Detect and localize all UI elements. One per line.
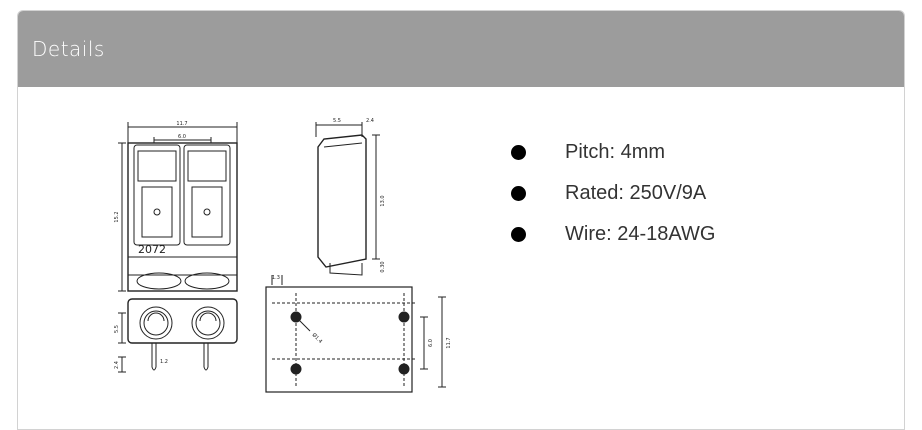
dim-top-width: 11.7 bbox=[176, 121, 187, 127]
dim-front-pin-height: 2.4 bbox=[114, 361, 120, 369]
bullet-icon bbox=[511, 186, 526, 201]
dim-front-height: 5.5 bbox=[114, 325, 120, 333]
dim-pcb-edge: 1.3 bbox=[272, 275, 280, 281]
side-view bbox=[315, 122, 380, 276]
dim-pcb-pitch: 6.0 bbox=[428, 339, 434, 347]
dim-side-height: 13.0 bbox=[380, 195, 386, 206]
card-header: Details bbox=[18, 11, 904, 87]
card-title: Details bbox=[32, 37, 105, 61]
bullet-icon bbox=[511, 145, 526, 160]
dim-side-small: 0.30 bbox=[380, 261, 386, 272]
front-view bbox=[118, 298, 238, 373]
top-view bbox=[118, 122, 238, 292]
spec-item-rated: Rated: 250V/9A bbox=[511, 173, 715, 214]
dim-pcb-height: 11.7 bbox=[446, 337, 452, 348]
spec-item-pitch: Pitch: 4mm bbox=[511, 132, 715, 173]
spec-label: Rated: 250V/9A bbox=[565, 182, 707, 204]
technical-drawing: 11.7 6.0 15.2 2072 5.5 2.4 bbox=[114, 118, 452, 393]
spec-label: Wire: 24-18AWG bbox=[565, 223, 716, 245]
details-card: Details bbox=[17, 10, 905, 430]
pcb-footprint bbox=[265, 275, 446, 393]
spec-item-wire: Wire: 24-18AWG bbox=[511, 214, 715, 255]
dim-side-depth: 5.5 bbox=[333, 118, 341, 124]
spec-label: Pitch: 4mm bbox=[565, 141, 666, 163]
dim-side-lip: 2.4 bbox=[366, 118, 374, 124]
dim-pcb-hole: Ø1.4 bbox=[311, 331, 324, 344]
card-body: 11.7 6.0 15.2 2072 5.5 2.4 bbox=[18, 87, 904, 429]
spec-list: Pitch: 4mm Rated: 250V/9A Wire: 24-18AWG bbox=[511, 132, 715, 255]
model-number: 2072 bbox=[138, 243, 166, 256]
bullet-icon bbox=[511, 227, 526, 242]
dim-top-inner: 6.0 bbox=[178, 134, 186, 140]
dim-top-height: 15.2 bbox=[114, 211, 120, 222]
dim-front-pin: 1.2 bbox=[160, 359, 168, 365]
